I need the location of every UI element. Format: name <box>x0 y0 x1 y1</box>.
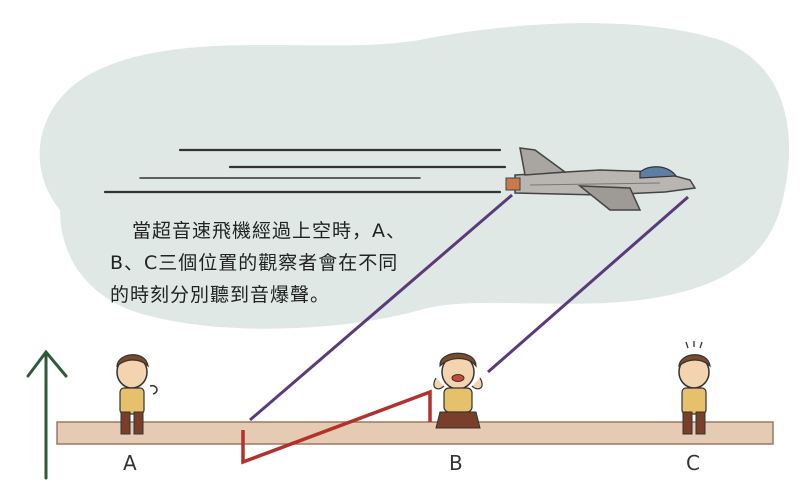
observer-label-c: C <box>686 451 700 475</box>
observer-c <box>678 341 711 435</box>
n-wave-pressure <box>241 389 432 465</box>
caption-line-1: 當超音速飛機經過上空時，A、 <box>132 220 406 242</box>
speed-lines <box>103 148 507 194</box>
supersonic-jet <box>505 147 697 211</box>
shockwave-line-right <box>487 195 689 374</box>
observer-label-b: B <box>449 451 463 475</box>
sky-cloud <box>39 23 790 329</box>
ground-strip <box>56 421 774 445</box>
observer-a <box>116 354 158 435</box>
caption-text: 當超音速飛機經過上空時，A、 B、C三個位置的觀察者會在不同 的時刻分別聽到音爆… <box>110 215 440 311</box>
caption-line-2: B、C三個位置的觀察者會在不同 <box>110 252 399 274</box>
up-arrow <box>26 349 68 480</box>
caption-line-3: 的時刻分別聽到音爆聲。 <box>110 284 331 306</box>
observer-label-a: A <box>123 451 137 475</box>
observer-b <box>433 352 483 429</box>
shockwave-line-left <box>249 193 513 422</box>
